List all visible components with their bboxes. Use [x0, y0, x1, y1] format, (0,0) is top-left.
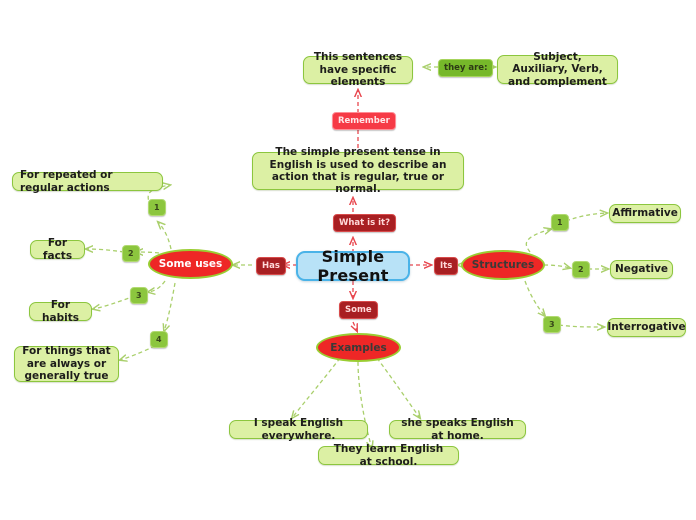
topic-structures[interactable]: Structures: [461, 250, 545, 280]
use-item-3-label: For habits: [42, 299, 79, 324]
structure-badge-3[interactable]: 3: [543, 316, 561, 333]
relation-has-label: Has: [262, 261, 280, 271]
use-item-3[interactable]: For habits: [29, 299, 92, 324]
structure-item-3[interactable]: Interrogative: [607, 318, 686, 337]
use-item-2-label: For facts: [42, 237, 73, 262]
relation-what-is-it-badge[interactable]: What is it?: [333, 214, 397, 232]
elements-note-box[interactable]: This sentences have specific elements: [303, 51, 413, 88]
structure-badge-1-label: 1: [557, 218, 563, 227]
structure-item-1[interactable]: Affirmative: [609, 204, 681, 223]
topic-some-uses[interactable]: Some uses: [148, 249, 233, 279]
relation-remember-label: Remember: [338, 116, 390, 126]
use-badge-2-label: 2: [128, 249, 134, 258]
example-item-3[interactable]: They learn English at school.: [318, 443, 459, 468]
topic-structures-label: Structures: [471, 259, 535, 271]
use-item-1[interactable]: For repeated or regular actions: [12, 169, 163, 194]
use-item-4-label: For things that are always or generally …: [22, 345, 111, 383]
structure-badge-2[interactable]: 2: [572, 261, 590, 278]
relation-remember-badge[interactable]: Remember: [332, 112, 396, 130]
use-item-1-label: For repeated or regular actions: [20, 169, 113, 194]
use-item-4[interactable]: For things that are always or generally …: [14, 345, 119, 383]
use-badge-3[interactable]: 3: [130, 287, 148, 304]
structure-item-2-label: Negative: [614, 263, 669, 276]
relation-some-badge[interactable]: Some: [339, 301, 378, 319]
elements-list-box[interactable]: Subject, Auxiliary, Verb, and complement: [497, 51, 618, 88]
relation-its-label: Its: [440, 261, 453, 271]
example-item-1[interactable]: I speak English everywhere.: [229, 417, 368, 442]
example-item-1-label: I speak English everywhere.: [253, 417, 344, 442]
central-node-label: Simple Present: [317, 247, 389, 285]
use-item-2[interactable]: For facts: [30, 237, 85, 262]
example-item-3-label: They learn English at school.: [333, 443, 444, 468]
definition-text: The simple present tense in English is u…: [269, 146, 447, 196]
relation-they-are-label: they are:: [444, 63, 488, 73]
example-item-2-label: she speaks English at home.: [401, 417, 514, 442]
topic-examples-label: Examples: [330, 341, 387, 354]
relation-some-label: Some: [345, 305, 372, 315]
structure-item-3-label: Interrogative: [607, 321, 686, 334]
structure-item-2[interactable]: Negative: [610, 260, 673, 279]
structure-badge-2-label: 2: [578, 265, 584, 274]
relation-its-badge[interactable]: Its: [434, 257, 459, 275]
structure-badge-3-label: 3: [549, 320, 555, 329]
use-badge-4-label: 4: [156, 335, 162, 344]
central-node[interactable]: Simple Present: [296, 247, 410, 285]
use-badge-1-label: 1: [154, 203, 160, 212]
relation-they-are-badge[interactable]: they are:: [438, 59, 494, 77]
use-badge-4[interactable]: 4: [150, 331, 168, 348]
elements-list-text: Subject, Auxiliary, Verb, and complement: [508, 50, 607, 88]
use-badge-2[interactable]: 2: [122, 245, 140, 262]
definition-box[interactable]: The simple present tense in English is u…: [252, 146, 464, 195]
structure-badge-1[interactable]: 1: [551, 214, 569, 231]
use-badge-1[interactable]: 1: [148, 199, 166, 216]
topic-some-uses-label: Some uses: [158, 258, 223, 270]
use-badge-3-label: 3: [136, 291, 142, 300]
example-item-2[interactable]: she speaks English at home.: [389, 417, 526, 442]
elements-note-text: This sentences have specific elements: [313, 51, 403, 89]
relation-what-is-it-label: What is it?: [339, 218, 391, 228]
topic-examples[interactable]: Examples: [316, 333, 401, 362]
relation-has-badge[interactable]: Has: [256, 257, 286, 275]
structure-item-1-label: Affirmative: [612, 207, 678, 220]
